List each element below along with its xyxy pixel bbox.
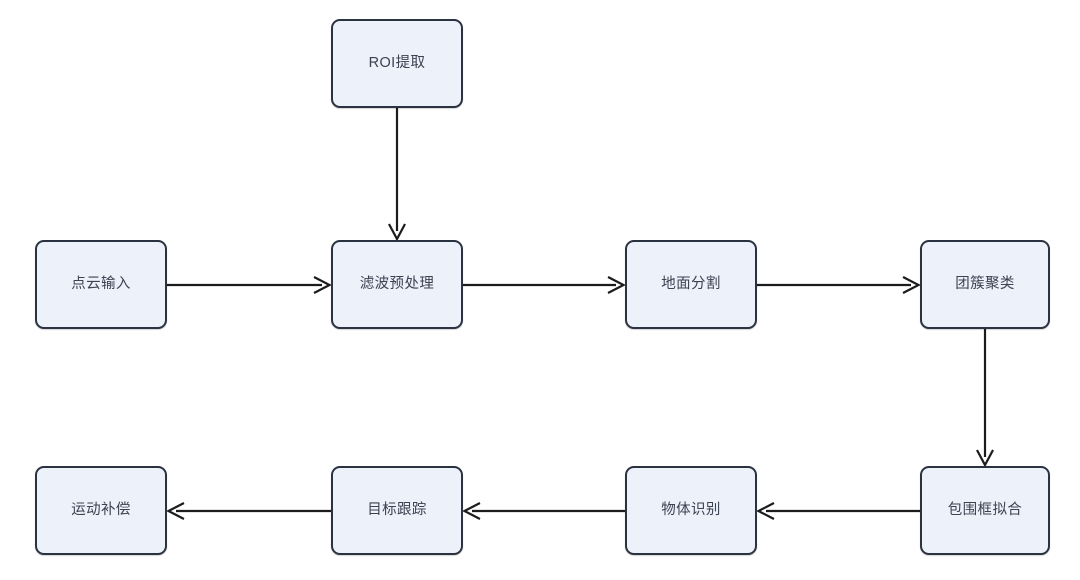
edge-ground-to-cluster <box>757 276 921 294</box>
node-label-object-recognition: 物体识别 <box>661 501 721 518</box>
node-bounding-box-fit[interactable]: 包围框拟合 <box>920 466 1050 555</box>
node-target-tracking[interactable]: 目标跟踪 <box>331 466 463 555</box>
node-point-cloud-input[interactable]: 点云输入 <box>35 240 167 329</box>
edge-roi-to-filter <box>388 108 406 242</box>
node-filter-preprocess[interactable]: 滤波预处理 <box>331 240 463 329</box>
node-label-point-cloud-input: 点云输入 <box>71 275 131 292</box>
node-cluster[interactable]: 团簇聚类 <box>920 240 1050 329</box>
node-label-filter-preprocess: 滤波预处理 <box>359 275 435 292</box>
edge-filter-to-ground <box>463 276 626 294</box>
edge-track-to-motion <box>166 502 331 520</box>
node-label-target-tracking: 目标跟踪 <box>367 501 427 518</box>
node-label-roi: ROI提取 <box>368 54 426 71</box>
node-label-ground-segmentation: 地面分割 <box>661 275 721 292</box>
node-roi[interactable]: ROI提取 <box>331 19 463 108</box>
node-label-cluster: 团簇聚类 <box>955 275 1015 292</box>
node-ground-segmentation[interactable]: 地面分割 <box>625 240 757 329</box>
node-label-motion-compensation: 运动补偿 <box>71 501 131 518</box>
edge-cluster-to-bbox <box>976 329 994 468</box>
edge-recognize-to-track <box>462 502 625 520</box>
edge-input-to-filter <box>167 276 332 294</box>
node-motion-compensation[interactable]: 运动补偿 <box>35 466 167 555</box>
node-label-bounding-box-fit: 包围框拟合 <box>947 501 1023 518</box>
edge-bbox-to-recognize <box>756 502 920 520</box>
node-object-recognition[interactable]: 物体识别 <box>625 466 757 555</box>
